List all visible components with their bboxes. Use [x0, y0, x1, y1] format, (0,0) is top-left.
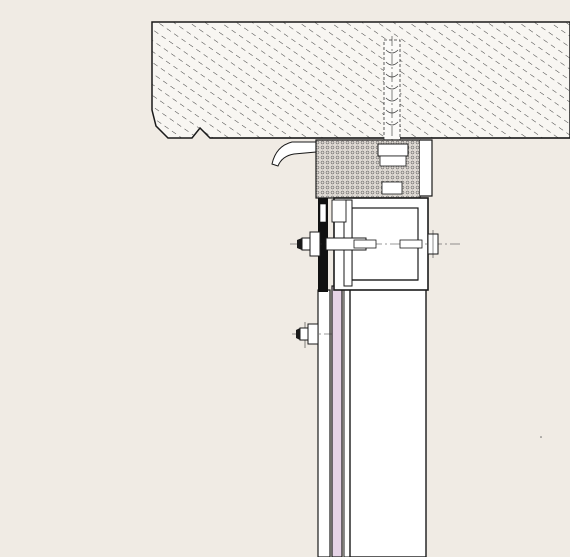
glass-pane-outer — [317, 289, 331, 557]
glazing — [317, 285, 351, 557]
concrete-slab — [151, 21, 570, 139]
hex-bolt-icon — [297, 231, 321, 257]
glass-pane-inner — [331, 285, 343, 557]
edge-sealant — [271, 141, 317, 167]
concrete-hatching — [152, 22, 570, 138]
stray-mark — [540, 436, 542, 438]
gasket-strip — [318, 198, 328, 292]
hex-bolt-icon — [427, 230, 439, 258]
through-bolt — [290, 230, 460, 258]
mullion-body — [349, 285, 427, 557]
glass-gap — [343, 285, 351, 557]
hex-bolt-icon — [292, 322, 332, 348]
gasket-seal — [318, 198, 328, 292]
